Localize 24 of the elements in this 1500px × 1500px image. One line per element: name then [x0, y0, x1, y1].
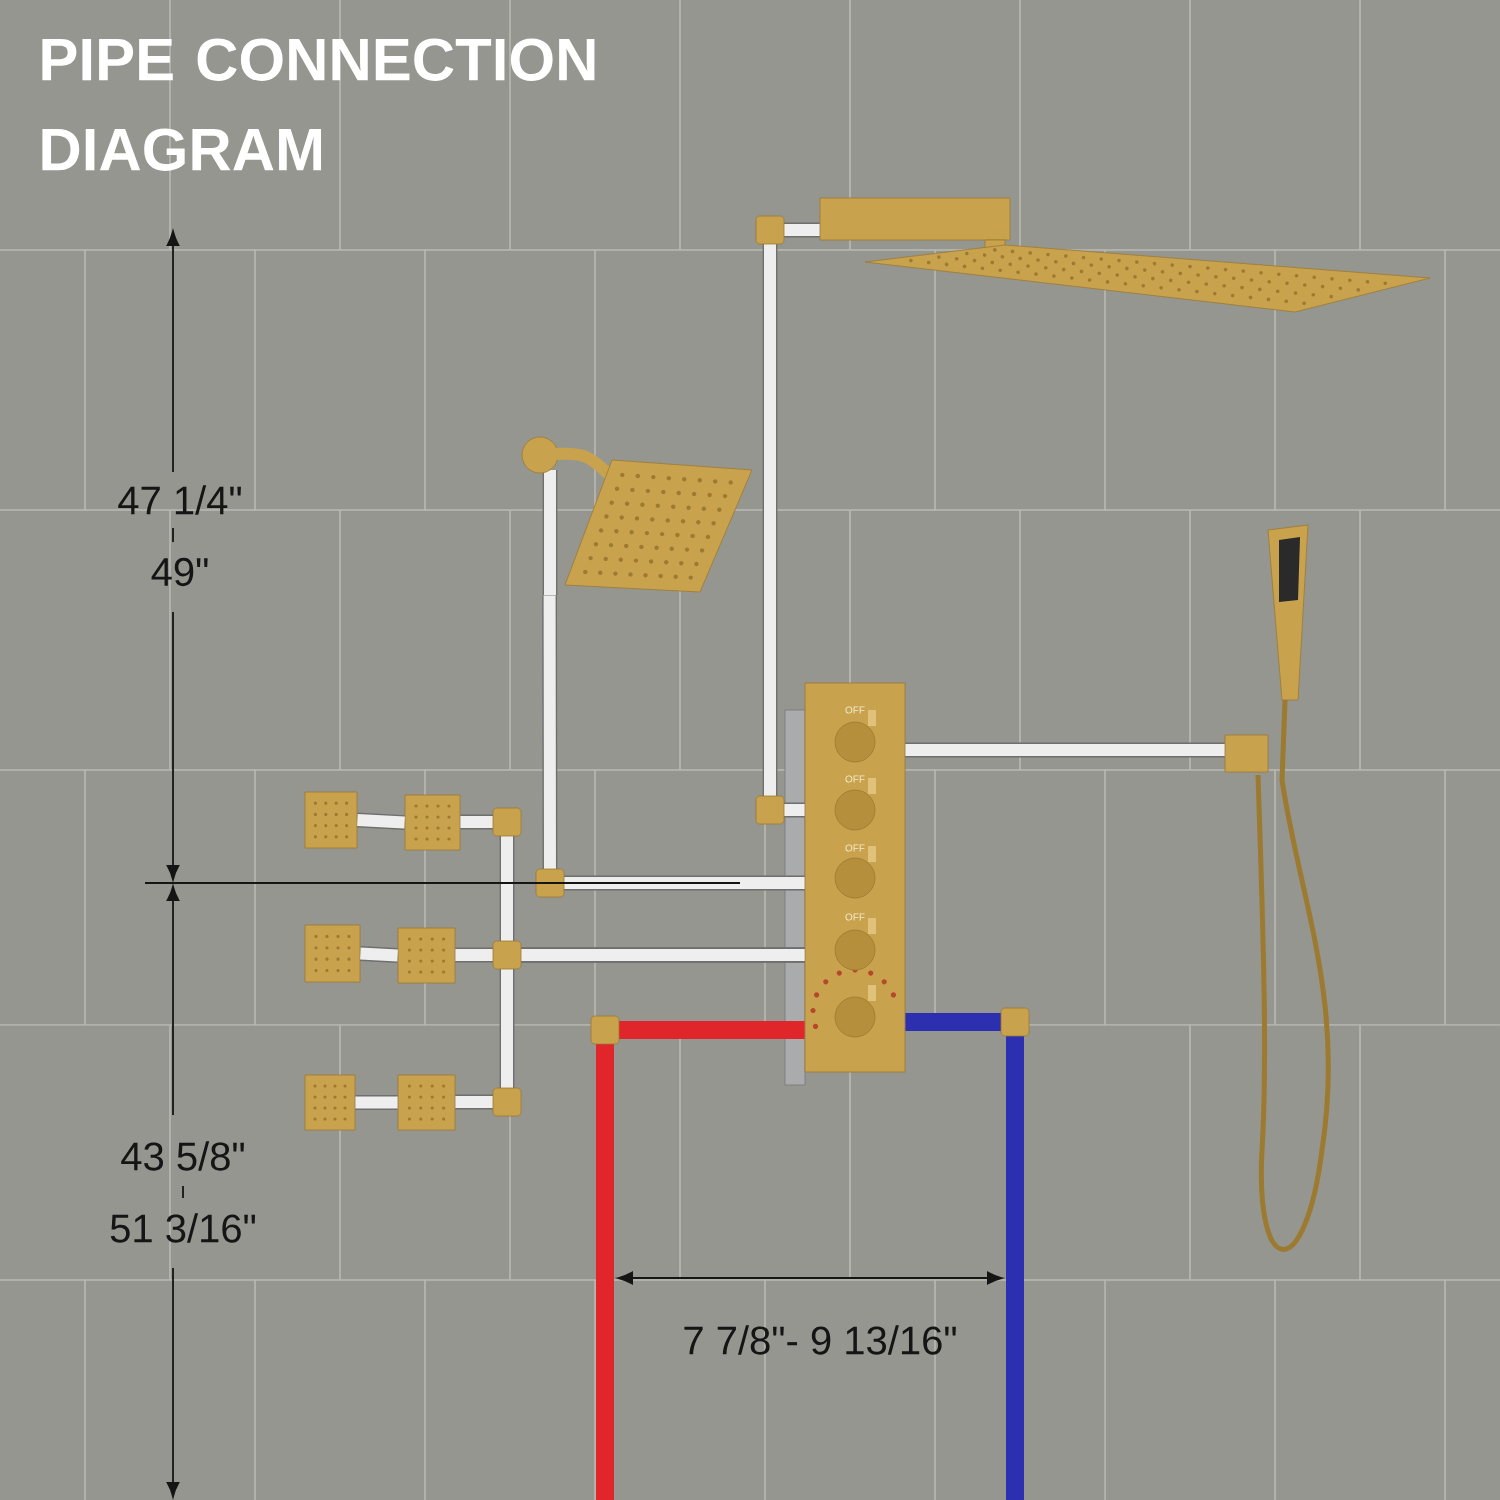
pipe: [905, 1013, 1024, 1500]
body-jet: [304, 1074, 356, 1131]
body-jet: [404, 794, 461, 851]
dimension-label: 51 3/16": [110, 1213, 256, 1243]
dimension-label: 49": [151, 557, 208, 587]
hand-shower-drawing: [1224, 524, 1331, 1251]
pipe: [762, 222, 820, 818]
pipe: [360, 946, 398, 963]
pipe: [357, 812, 405, 830]
title: PIPE CONNECTION DIAGRAM: [42, 38, 595, 171]
body-jet: [304, 791, 358, 849]
dimension-label: 43 5/8": [121, 1141, 244, 1171]
body-jet: [397, 1074, 456, 1131]
pipe: [455, 947, 805, 1110]
pipe: [542, 595, 805, 891]
body-jet: [304, 924, 361, 983]
pipe: [355, 1095, 398, 1110]
pipe: [596, 1021, 805, 1500]
shower-head-drawing: [521, 436, 753, 595]
body-jet: [397, 927, 456, 984]
rain-shower-drawing: [819, 197, 1431, 313]
dimension-label: 47 1/4": [118, 485, 241, 515]
pipe: [905, 742, 1225, 758]
dimension-label: 7 7/8"- 9 13/16": [684, 1325, 956, 1355]
